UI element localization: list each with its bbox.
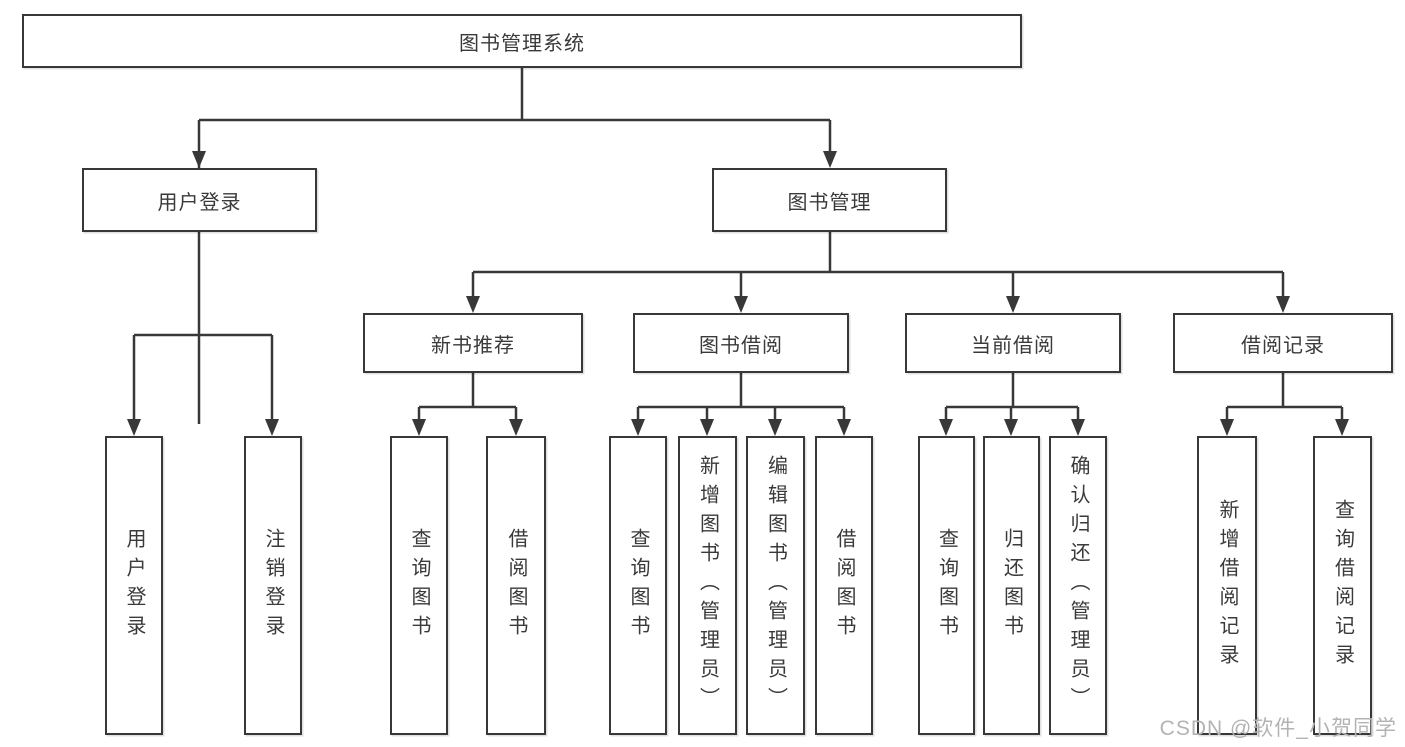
arrow-icon [192, 151, 206, 168]
arrow-icon [265, 419, 279, 436]
arrow-icon [1071, 419, 1085, 436]
node-label: 新增借阅记录 [1216, 498, 1238, 673]
node-borrowing-records: 借阅记录 [1173, 313, 1393, 373]
arrow-icon [768, 419, 782, 436]
leaf-edit-book-admin: 编辑图书（管理员） [746, 436, 805, 735]
arrow-icon [509, 419, 523, 436]
arrow-icon [823, 151, 837, 168]
arrow-icon [1006, 296, 1020, 313]
arrow-icon [466, 296, 480, 313]
node-root-system: 图书管理系统 [22, 14, 1022, 68]
node-label: 用户登录 [157, 191, 242, 214]
node-label: 查询借阅记录 [1331, 498, 1354, 673]
node-label: 查询图书 [408, 527, 430, 644]
node-label: 编辑图书（管理员） [764, 455, 787, 716]
leaf-user-login: 用户登录 [105, 436, 163, 735]
node-label: 归还图书 [1000, 527, 1023, 644]
node-label: 图书管理系统 [459, 32, 585, 55]
node-label: 确认归还（管理员） [1067, 455, 1089, 716]
node-label: 查询图书 [627, 527, 649, 644]
leaf-confirm-return-admin: 确认归还（管理员） [1049, 436, 1107, 735]
node-label: 注销登录 [262, 527, 284, 644]
leaf-query-books-recommend: 查询图书 [390, 436, 448, 735]
arrow-icon [734, 296, 748, 313]
arrow-icon [1276, 296, 1290, 313]
leaf-query-borrow-record: 查询借阅记录 [1313, 436, 1372, 735]
leaf-query-books-current: 查询图书 [918, 436, 975, 735]
arrow-icon [127, 419, 141, 436]
node-label: 新书推荐 [431, 334, 515, 357]
leaf-query-books-borrowing: 查询图书 [609, 436, 667, 735]
arrow-icon [631, 419, 645, 436]
node-user-login: 用户登录 [82, 168, 317, 232]
leaf-add-borrow-record: 新增借阅记录 [1197, 436, 1257, 735]
arrow-icon [939, 419, 953, 436]
csdn-watermark: CSDN @软件_小贺同学 [1159, 717, 1397, 740]
leaf-add-book-admin: 新增图书（管理员） [678, 436, 737, 735]
node-label: 查询图书 [935, 527, 958, 644]
arrow-icon [1004, 419, 1018, 436]
node-label: 用户登录 [123, 527, 145, 644]
node-book-management: 图书管理 [712, 168, 947, 232]
node-label: 图书借阅 [699, 334, 783, 357]
leaf-borrow-books-borrowing: 借阅图书 [815, 436, 873, 735]
leaf-logout: 注销登录 [244, 436, 302, 735]
node-label: 图书管理 [787, 191, 872, 214]
leaf-return-book: 归还图书 [983, 436, 1040, 735]
node-new-book-recommend: 新书推荐 [363, 313, 583, 373]
arrow-icon [1335, 419, 1349, 436]
node-current-borrowing: 当前借阅 [905, 313, 1121, 373]
node-book-borrowing: 图书借阅 [633, 313, 849, 373]
node-label: 新增图书（管理员） [696, 455, 719, 716]
arrow-icon [1220, 419, 1234, 436]
node-label: 借阅图书 [833, 527, 855, 644]
node-label: 借阅记录 [1241, 334, 1325, 357]
node-label: 借阅图书 [505, 527, 527, 644]
arrow-icon [412, 419, 426, 436]
arrow-icon [700, 419, 714, 436]
arrow-icon [837, 419, 851, 436]
node-label: 当前借阅 [971, 334, 1055, 357]
leaf-borrow-books-recommend: 借阅图书 [486, 436, 546, 735]
